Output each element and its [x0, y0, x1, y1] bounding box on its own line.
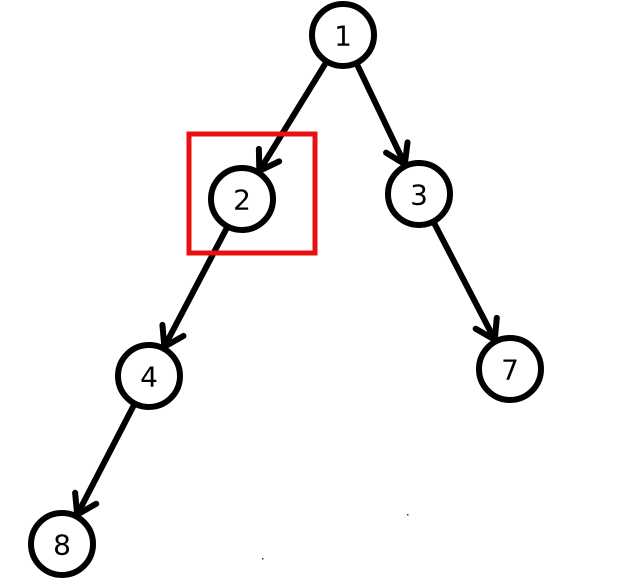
edge-2-to-4 [159, 225, 230, 350]
tree-node-4: 4 [115, 342, 183, 410]
stray-pixel-speck [407, 514, 409, 516]
node-label: 7 [501, 354, 519, 387]
edges-layer [72, 60, 500, 518]
tree-node-3: 3 [385, 160, 453, 228]
node-label: 8 [53, 529, 71, 562]
node-circle [115, 342, 183, 410]
node-circle [208, 165, 276, 233]
selection-highlight-box [186, 131, 318, 256]
node-circle [385, 160, 453, 228]
node-circle [28, 510, 96, 578]
edge-line [256, 60, 329, 174]
edge-line [431, 220, 498, 343]
node-circle [476, 335, 544, 403]
edge-line [161, 225, 230, 350]
edge-3-to-7 [431, 220, 500, 343]
tree-node-1: 1 [309, 1, 377, 69]
node-label: 3 [410, 179, 428, 212]
edge-1-to-3 [354, 61, 411, 168]
node-label: 4 [140, 361, 158, 394]
node-circle [309, 1, 377, 69]
overlay-layer [186, 131, 409, 560]
edge-line [74, 402, 137, 518]
edge-line [354, 61, 408, 168]
tree-node-2: 2 [208, 165, 276, 233]
edge-4-to-8 [72, 402, 137, 518]
nodes-layer: 1 2 3 4 7 8 [28, 1, 544, 578]
tree-node-7: 7 [476, 335, 544, 403]
node-label: 1 [334, 20, 352, 53]
node-label: 2 [233, 184, 251, 217]
tree-node-8: 8 [28, 510, 96, 578]
stray-pixel-speck [262, 558, 264, 560]
